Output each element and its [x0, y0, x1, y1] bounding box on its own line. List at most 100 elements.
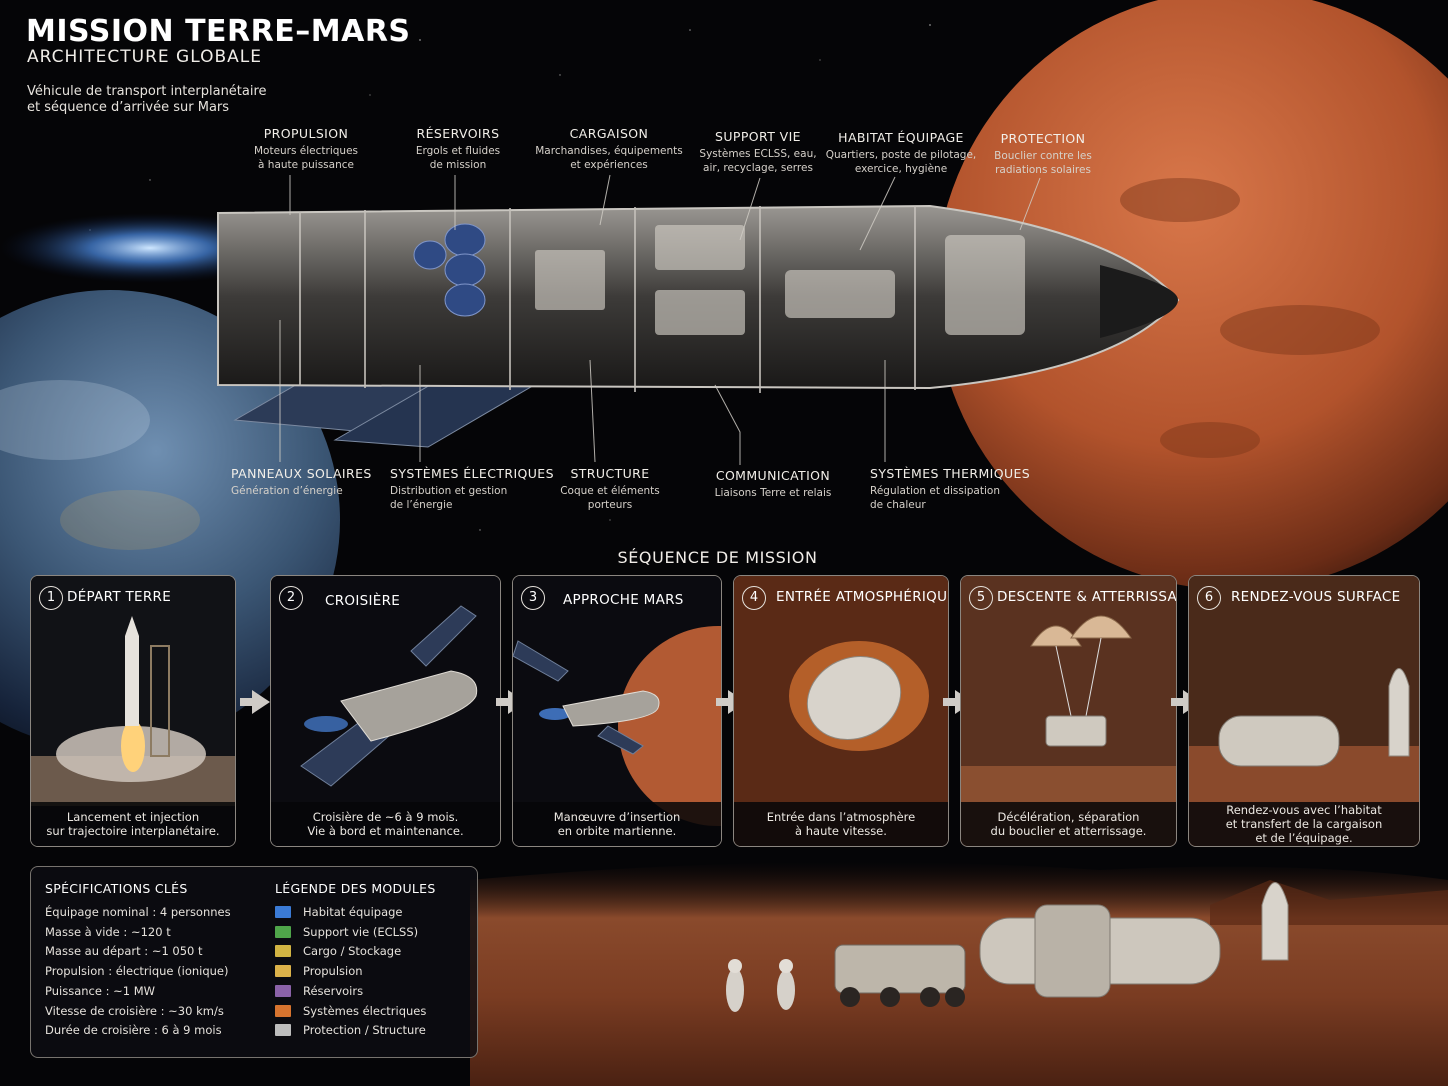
step-caption: Rendez-vous avec l’habitat et transfert … [1189, 802, 1419, 846]
callout-title: RÉSERVOIRS [416, 126, 500, 141]
callout-title: COMMUNICATION [715, 468, 831, 483]
callout-title: PROPULSION [263, 126, 349, 141]
step-number: 6 [1197, 586, 1221, 610]
step-number: 4 [742, 586, 766, 610]
spec-item: Équipage nominal : 4 personnes [45, 905, 231, 919]
callout-desc: Régulation et dissipation de chaleur [870, 485, 1000, 511]
step-label: CROISIÈRE [325, 593, 401, 609]
callout-communication: COMMUNICATION Liaisons Terre et relais [715, 468, 832, 500]
callout-title: SYSTÈMES ÉLECTRIQUES [390, 466, 554, 481]
step-label: DÉPART TERRE [67, 589, 172, 605]
launch-illustration [31, 576, 235, 846]
specs-section: SPÉCIFICATIONS CLÉS Équipage nominal : 4… [45, 881, 265, 1041]
legend-item: Propulsion [275, 962, 470, 982]
specs-panel: SPÉCIFICATIONS CLÉS Équipage nominal : 4… [30, 866, 478, 1058]
callout-title: CARGAISON [569, 126, 649, 141]
legend-swatch [275, 1024, 291, 1037]
entry-illustration [734, 576, 948, 846]
approach-illustration [513, 576, 721, 846]
legend-item: Cargo / Stockage [275, 942, 470, 962]
callout-desc: Génération d’énergie [231, 485, 343, 497]
legend-label: Protection / Structure [303, 1023, 426, 1038]
spec-item: Vitesse de croisière : ~30 km/s [45, 1003, 224, 1018]
callout-support-vie: SUPPORT VIE Systèmes ECLSS, eau, air, re… [699, 129, 816, 175]
step-label: RENDEZ-VOUS SURFACE [1231, 589, 1401, 605]
callout-habitat: HABITAT ÉQUIPAGE Quartiers, poste de pil… [826, 130, 977, 176]
sequence-title: SÉQUENCE DE MISSION [617, 548, 818, 567]
cruise-illustration [271, 576, 500, 846]
step-label: ENTRÉE ATMOSPHÉRIQUE [776, 589, 949, 605]
spec-item: Puissance : ~1 MW [45, 983, 156, 998]
legend-label: Systèmes électriques [303, 1003, 427, 1018]
callout-title: STRUCTURE [570, 466, 650, 481]
step-card-2: 2 CROISIÈRE Croisière de ~6 à 9 mois. Vi… [270, 575, 501, 847]
page-description: Véhicule de transport interplanétaire et… [27, 84, 267, 115]
step-card-3: 3 APPROCHE MARS Manœuvre d’insertion en … [512, 575, 722, 847]
legend-list: Habitat équipage Support vie (ECLSS) Car… [275, 903, 470, 1041]
legend-swatch [275, 965, 291, 978]
step-number: 2 [279, 586, 303, 610]
specs-title: SPÉCIFICATIONS CLÉS [45, 881, 188, 896]
callout-desc: Bouclier contre les radiations solaires [994, 150, 1092, 176]
callout-propulsion: PROPULSION Moteurs électriques à haute p… [254, 126, 358, 172]
legend-item: Protection / Structure [275, 1021, 470, 1041]
callout-desc: Liaisons Terre et relais [714, 487, 832, 499]
legend-label: Support vie (ECLSS) [303, 924, 419, 939]
step-card-5: 5 DESCENTE & ATTERRISSAGE Décélération, … [960, 575, 1177, 847]
step-number: 3 [521, 586, 545, 610]
callout-panneaux-solaires: PANNEAUX SOLAIRES Génération d’énergie [231, 466, 372, 498]
legend-label: Cargo / Stockage [303, 944, 402, 959]
legend-item: Réservoirs [275, 982, 470, 1002]
legend-item: Support vie (ECLSS) [275, 923, 470, 943]
step-card-1: 1 DÉPART TERRE Lancement et injection su… [30, 575, 236, 847]
page-subtitle: ARCHITECTURE GLOBALE [27, 47, 262, 67]
step-caption: Manœuvre d’insertion en orbite martienne… [513, 802, 721, 846]
callout-desc: Moteurs électriques à haute puissance [253, 145, 359, 171]
step-label: DESCENTE & ATTERRISSAGE [997, 589, 1177, 605]
callout-title: PROTECTION [1000, 131, 1086, 146]
legend-swatch [275, 1004, 291, 1017]
callout-protection: PROTECTION Bouclier contre les radiation… [994, 131, 1092, 177]
step-card-6: 6 RENDEZ-VOUS SURFACE Rendez-vous avec l… [1188, 575, 1420, 847]
callout-title: SYSTÈMES THERMIQUES [870, 466, 1031, 481]
legend-item: Habitat équipage [275, 903, 470, 923]
arrow-right-icon [240, 690, 270, 714]
callout-structure: STRUCTURE Coque et éléments porteurs [560, 466, 660, 512]
step-card-4: 4 ENTRÉE ATMOSPHÉRIQUE Entrée dans l’atm… [733, 575, 949, 847]
legend-label: Réservoirs [303, 983, 364, 998]
callout-desc: Ergols et fluides de mission [415, 145, 501, 171]
spec-item: Durée de croisière : 6 à 9 mois [45, 1023, 222, 1038]
callout-systemes-electriques: SYSTÈMES ÉLECTRIQUES Distribution et ges… [390, 466, 554, 512]
legend-label: Propulsion [303, 964, 363, 979]
legend-swatch [275, 925, 291, 938]
callout-systemes-thermiques: SYSTÈMES THERMIQUES Régulation et dissip… [870, 466, 1030, 512]
legend-label: Habitat équipage [303, 905, 403, 919]
callout-desc: Systèmes ECLSS, eau, air, recyclage, ser… [699, 148, 817, 174]
callout-title: HABITAT ÉQUIPAGE [838, 130, 964, 145]
spec-item: Masse au départ : ~1 050 t [45, 944, 203, 959]
step-number: 5 [969, 586, 993, 610]
step-caption: Lancement et injection sur trajectoire i… [31, 802, 235, 846]
legend-title: LÉGENDE DES MODULES [275, 881, 436, 896]
step-label: APPROCHE MARS [563, 592, 684, 608]
legend-swatch [275, 984, 291, 997]
callout-desc: Coque et éléments porteurs [560, 485, 660, 511]
legend-item: Systèmes électriques [275, 1002, 470, 1022]
legend-swatch [275, 945, 291, 958]
step-caption: Entrée dans l’atmosphère à haute vitesse… [734, 802, 948, 846]
callout-title: PANNEAUX SOLAIRES [231, 466, 372, 481]
legend-section: LÉGENDE DES MODULES Habitat équipage Sup… [275, 881, 470, 1041]
specs-list: Équipage nominal : 4 personnes Masse à v… [45, 903, 265, 1041]
callout-cargaison: CARGAISON Marchandises, équipements et e… [535, 126, 683, 172]
legend-swatch [275, 906, 291, 918]
callout-title: SUPPORT VIE [715, 129, 801, 144]
callout-reservoirs: RÉSERVOIRS Ergols et fluides de mission [416, 126, 500, 172]
spec-item: Propulsion : électrique (ionique) [45, 964, 229, 979]
step-caption: Décélération, séparation du bouclier et … [961, 802, 1176, 846]
callout-desc: Distribution et gestion de l’énergie [390, 485, 508, 511]
step-number: 1 [39, 586, 63, 610]
spec-item: Masse à vide : ~120 t [45, 924, 171, 939]
page-title: MISSION TERRE–MARS [26, 14, 411, 49]
